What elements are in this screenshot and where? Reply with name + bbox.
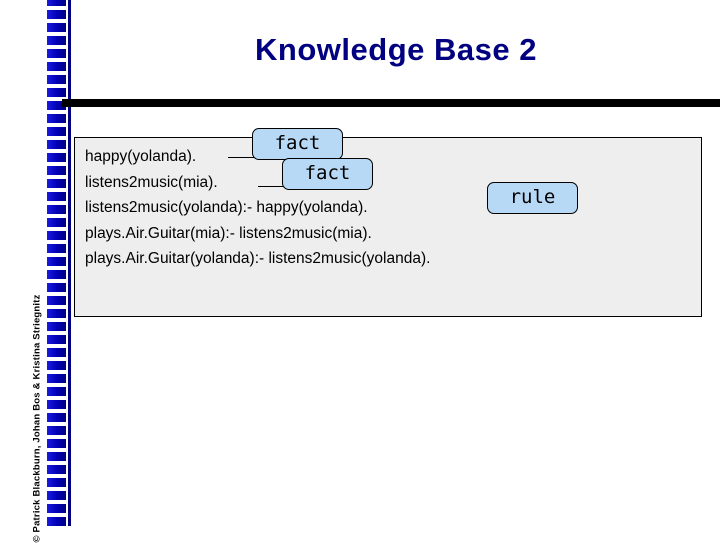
code-line: listens2music(yolanda):- happy(yolanda). [85,199,368,216]
bar-dash [47,500,66,504]
callout-fact-2: fact [282,158,373,190]
bar-dash [47,331,66,335]
callout-fact-2-tail [258,186,288,187]
bar-dash [47,84,66,88]
bar-dash [47,266,66,270]
bar-dash [47,474,66,478]
bar-dash [47,448,66,452]
bar-dash [47,409,66,413]
code-line: listens2music(mia). [85,173,218,191]
bar-dash [47,162,66,166]
bar-dash [47,513,66,517]
bar-dash [47,45,66,49]
bar-dash [47,19,66,23]
bar-dash [47,253,66,257]
callout-rule: rule [487,182,578,214]
bar-dash [47,279,66,283]
bar-dash [47,318,66,322]
bar-dash [47,370,66,374]
bar-dash [47,149,66,153]
callout-fact-1: fact [252,128,343,160]
bar-dash [47,292,66,296]
left-accent-bar-dashes [47,0,66,526]
bar-dash [47,71,66,75]
code-line: happy(yolanda). [85,148,197,165]
code-line: plays.Air.Guitar(mia):- listens2music(mi… [85,224,372,242]
bar-dash [47,383,66,387]
knowledge-base-box [74,137,702,317]
left-accent-bar [47,0,66,526]
knowledge-base-code: happy(yolanda). listens2music(mia). list… [85,144,430,272]
bar-dash [47,188,66,192]
left-vertical-rule [68,0,71,526]
bar-dash [47,227,66,231]
bar-dash [47,461,66,465]
bar-dash [47,435,66,439]
bar-dash [47,6,66,10]
page-title: Knowledge Base 2 [255,32,537,67]
bar-dash [47,422,66,426]
copyright-credit: © Patrick Blackburn, Johan Bos & Kristin… [31,294,43,543]
code-line: plays.Air.Guitar(yolanda):- listens2musi… [85,250,431,267]
bar-dash [47,58,66,62]
bar-dash [47,396,66,400]
bar-dash [47,110,66,114]
bar-dash [47,240,66,244]
bar-dash [47,136,66,140]
bar-dash [47,201,66,205]
callout-fact-1-tail [228,157,258,158]
bar-dash [47,344,66,348]
bar-dash [47,305,66,309]
bar-dash [47,214,66,218]
bar-dash [47,32,66,36]
bar-dash [47,357,66,361]
bar-dash [47,123,66,127]
bar-dash [47,487,66,491]
title-divider [62,99,720,107]
bar-dash [47,97,66,101]
bar-dash [47,175,66,179]
